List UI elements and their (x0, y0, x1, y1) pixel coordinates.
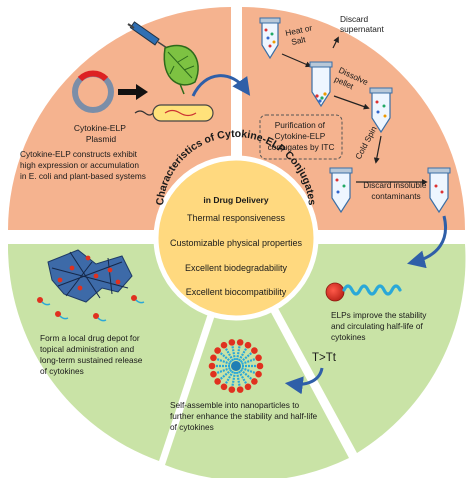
nanoparticle-icon (208, 339, 264, 393)
top-right-quadrant (242, 7, 465, 230)
curved-arrow-to-purification (191, 74, 251, 97)
property-thermal: Thermal responsiveness (187, 213, 286, 223)
micelle-chain (239, 352, 253, 363)
center-circle (153, 155, 319, 321)
top-left-caption: Cytokine-ELP constructs exhibit high exp… (20, 149, 146, 181)
cytokine-elp-conjugate-icon (325, 282, 402, 302)
micelle-cytokine (214, 347, 221, 354)
micelle-cytokine (255, 370, 262, 378)
bottom-middle-caption: Self-assemble into nanoparticles to furt… (170, 400, 319, 432)
tube-2-icon (309, 61, 333, 108)
micelle-chain (238, 348, 247, 362)
micelle-cytokine (244, 341, 252, 349)
micelle-cytokine (244, 383, 252, 391)
micelle-chain (231, 371, 237, 386)
purification-box (259, 114, 343, 160)
micelle-cytokine (210, 354, 217, 362)
curved-arrow-to-nanoparticle (284, 367, 324, 395)
micelle-cytokine (255, 354, 262, 362)
micelle-chain (238, 370, 247, 384)
micelle-cytokine (236, 339, 244, 346)
micelle-chain (216, 358, 231, 365)
micelle-chain (235, 371, 241, 386)
bottom-right-quadrant (243, 244, 466, 453)
micelle-cytokine (220, 341, 228, 349)
leaf-icon (163, 44, 199, 95)
purification-label: Purification of Cytokine-ELP conjugates … (268, 120, 335, 152)
arrow-discard-supernatant (332, 36, 339, 49)
micelle-cytokine (228, 339, 236, 346)
micelle-cytokine (251, 378, 258, 385)
drug-depot-network-icon (37, 249, 145, 322)
micelle-cytokine (208, 362, 216, 370)
micelle-cytokine (220, 383, 228, 391)
center-subtitle: in Drug Delivery (203, 195, 268, 205)
plasmid-icon (72, 70, 114, 113)
bacterium-icon (134, 104, 214, 122)
t-above-tt-label: T>Tt (312, 352, 337, 364)
micelle-chain (219, 369, 233, 380)
micelle-chain (241, 367, 256, 374)
tube-4-icon (329, 167, 353, 214)
micelle-core (231, 361, 241, 371)
micelle-chain (231, 346, 237, 361)
plasmid-label: Cytokine-ELP Plasmid (74, 123, 128, 144)
property-biocompatibility: Excellent biocompatibility (186, 287, 287, 297)
arrow-dissolve (333, 95, 370, 110)
micelle-cytokine (214, 378, 221, 385)
bottom-left-caption: Form a local drug depot for topical admi… (40, 333, 145, 376)
right-arrow-icon (118, 84, 148, 100)
tube-3-icon (369, 87, 393, 134)
arrow-heat (281, 53, 312, 68)
micelle-cytokine (228, 386, 236, 393)
arrow-cold-spin (373, 135, 382, 164)
micelle-chain (235, 346, 241, 361)
micelle-chain (225, 370, 234, 384)
tube-5-icon (427, 167, 451, 214)
micelle-chain (239, 369, 253, 380)
bottom-left-quadrant (7, 244, 232, 461)
micelle-cytokine (256, 362, 264, 370)
micelle-chain (241, 358, 256, 365)
discard-supernatant-label: Discard supernatant (340, 14, 385, 34)
micelle-cytokine (210, 370, 217, 378)
tube-1-icon (259, 17, 281, 60)
micelle-cytokine (251, 347, 258, 354)
bottom-right-caption: ELPs improve the stability and circulati… (331, 310, 429, 342)
micelle-chain (216, 367, 231, 374)
micelle-chain (225, 348, 234, 362)
property-customizable: Customizable physical properties (170, 238, 303, 248)
micelle-cytokine (236, 386, 244, 393)
property-biodegradability: Excellent biodegradability (185, 263, 288, 273)
discard-insoluble-label: Discard insoluble contaminants (363, 180, 429, 201)
curved-arrow-to-elp (407, 215, 447, 269)
micelle-chain (219, 352, 233, 363)
